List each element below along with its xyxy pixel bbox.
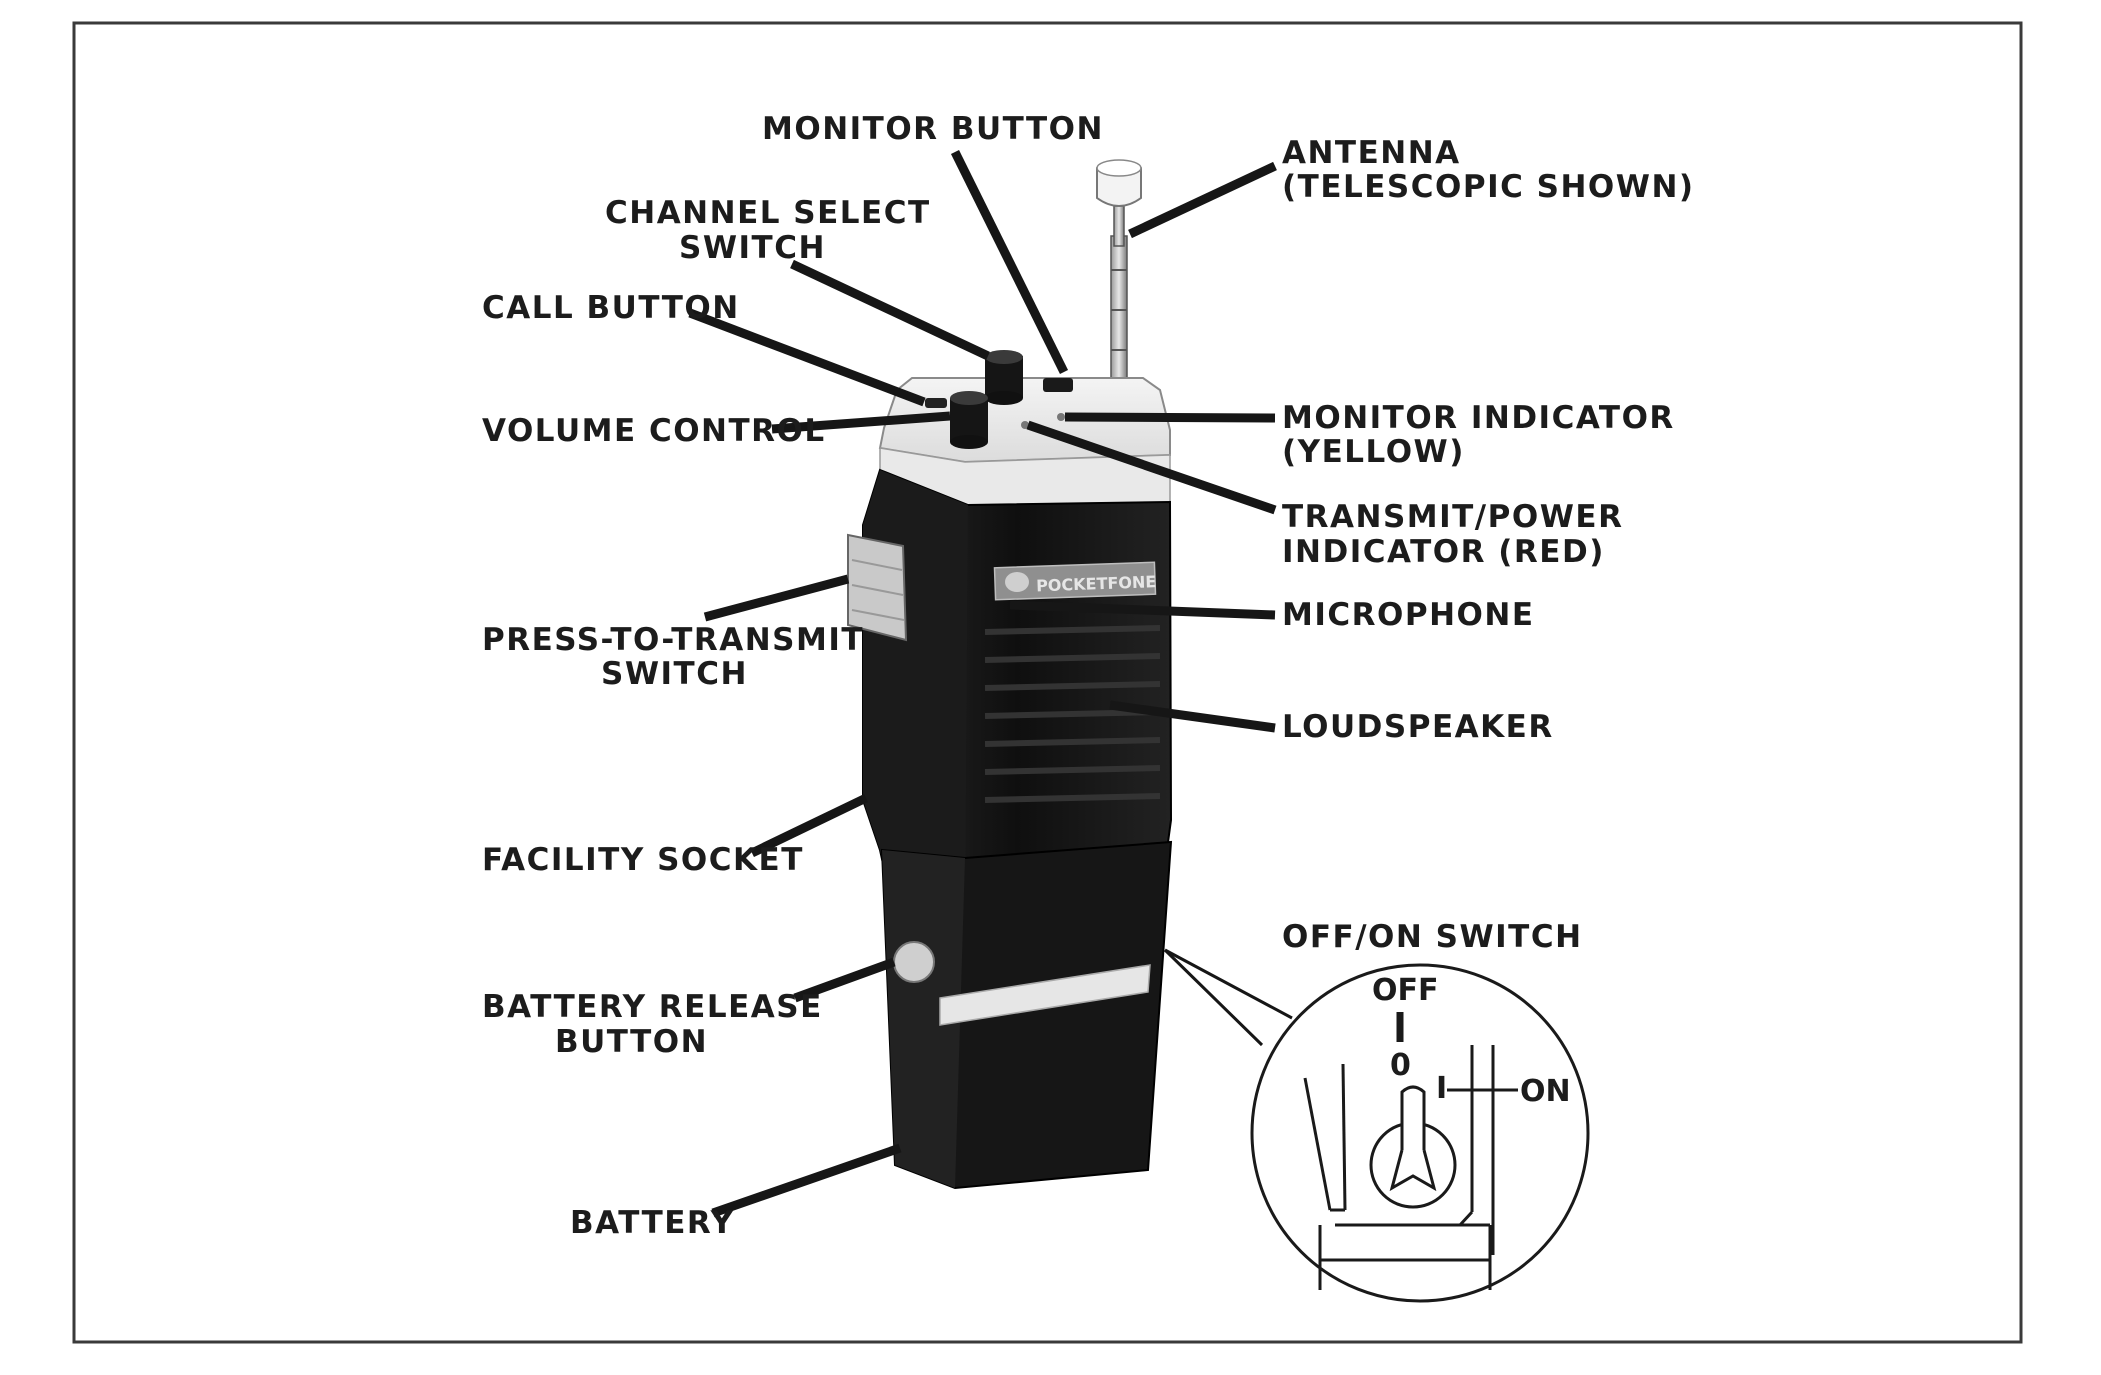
battery-release-knob — [893, 941, 935, 983]
label-battery-release-line1: BATTERY RELEASE — [482, 989, 823, 1025]
label-transmit-power-line1: TRANSMIT/POWER — [1282, 499, 1623, 535]
brand-plate — [993, 561, 1157, 601]
label-channel-select-line2: SWITCH — [679, 230, 826, 266]
label-channel-select-line1: CHANNEL SELECT — [605, 195, 931, 231]
channel-select-knob — [985, 350, 1023, 405]
label-monitor-indicator-line2: (YELLOW) — [1282, 434, 1465, 470]
label-press-to-transmit-line2: SWITCH — [601, 656, 748, 692]
label-off-on-switch: OFF/ON SWITCH — [1282, 919, 1583, 955]
label-monitor-button: MONITOR BUTTON — [762, 111, 1104, 147]
label-transmit-power-line2: INDICATOR (RED) — [1282, 534, 1605, 570]
label-volume-control: VOLUME CONTROL — [482, 413, 826, 449]
call-button-key — [925, 398, 947, 408]
label-loudspeaker: LOUDSPEAKER — [1282, 709, 1554, 745]
label-antenna-line2: (TELESCOPIC SHOWN) — [1282, 169, 1695, 205]
off-on-switch-inset: OFF 0 I ON — [1163, 948, 1590, 1303]
brand-text: POCKETFONE — [1036, 572, 1157, 595]
leader-lines — [688, 150, 1277, 1218]
label-antenna-line1: ANTENNA — [1282, 135, 1461, 171]
volume-control-knob — [950, 391, 988, 449]
label-facility-socket: FACILITY SOCKET — [482, 842, 804, 878]
monitor-indicator-lamp — [1057, 413, 1065, 421]
label-call-button: CALL BUTTON — [482, 290, 740, 326]
label-battery-release-line2: BUTTON — [555, 1024, 708, 1060]
switch-zero-mark: 0 — [1390, 1048, 1411, 1083]
speaker-grille — [984, 625, 1161, 803]
radio-handset: POCKETFONE — [847, 159, 1173, 1190]
switch-one-mark: I — [1436, 1071, 1447, 1106]
switch-on-label: ON — [1520, 1074, 1571, 1109]
label-microphone: MICROPHONE — [1282, 597, 1535, 633]
transmit-indicator-lamp — [1021, 421, 1029, 429]
switch-off-label: OFF — [1372, 973, 1439, 1008]
label-press-to-transmit-line1: PRESS-TO-TRANSMIT — [482, 622, 864, 658]
monitor-button-key — [1043, 378, 1073, 392]
label-monitor-indicator-line1: MONITOR INDICATOR — [1282, 400, 1675, 436]
label-battery: BATTERY — [570, 1205, 735, 1241]
battery-band — [939, 964, 1151, 1026]
